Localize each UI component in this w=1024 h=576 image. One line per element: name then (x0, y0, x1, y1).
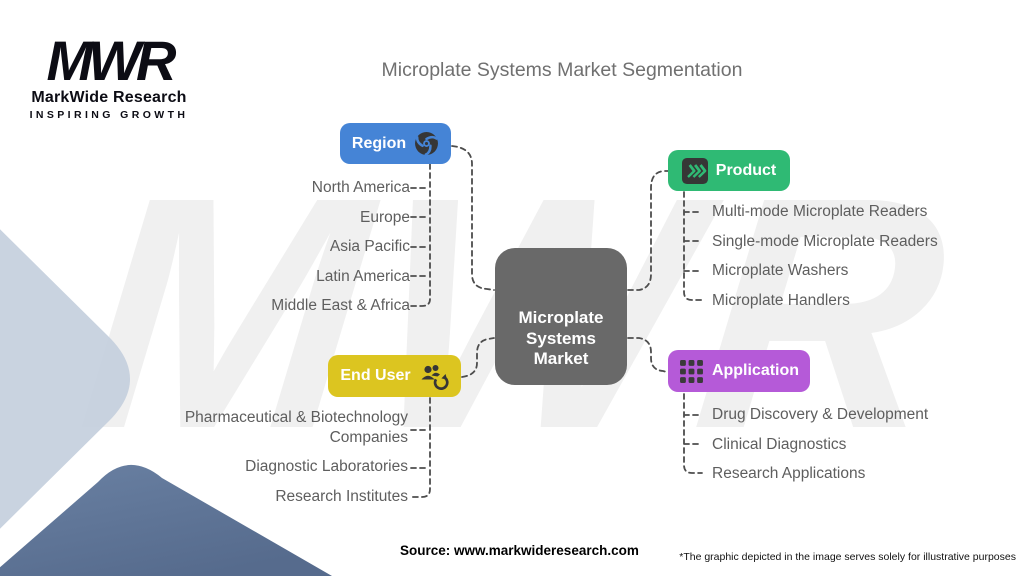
list-item: Microplate Handlers (712, 291, 850, 309)
list-item: North America (311, 179, 410, 196)
brand-tagline: INSPIRING GROWTH (29, 109, 189, 122)
brand-logo: MWR MarkWide Research INSPIRING GROWTH (28, 29, 190, 122)
connector-product-center (627, 170, 669, 291)
connector-product-items (683, 191, 703, 301)
brand-logo-mark: MWR (46, 29, 177, 92)
list-item: Research Applications (712, 465, 866, 482)
connector-enduser-items (410, 397, 431, 498)
center-node-line: Systems (526, 328, 596, 348)
branch-node-product: Product (668, 150, 790, 191)
list-item: Diagnostic Laboratories (245, 458, 408, 475)
globe-icon (414, 131, 439, 156)
light-diamond-shape (0, 229, 130, 529)
list-item: Middle East & Africa (271, 297, 410, 314)
product-items-list: Multi-mode Microplate Readers Single-mod… (712, 197, 938, 315)
branch-node-region: Region (340, 123, 451, 164)
list-item: Latin America (316, 267, 410, 285)
branch-node-product-label: Product (715, 161, 777, 179)
source-text: Source: www.markwideresearch.com (400, 543, 639, 558)
branch-node-region-label: Region (351, 134, 407, 152)
branch-node-application: Application (668, 350, 810, 392)
end-user-items-list: Pharmaceutical & Biotechnology Companies… (127, 408, 408, 516)
application-items-list: Drug Discovery & Development Clinical Di… (712, 400, 928, 489)
users-refresh-icon (419, 363, 449, 390)
connector-region-items (410, 163, 431, 307)
list-item: Single-mode Microplate Readers (712, 232, 938, 250)
connector-application-items (683, 393, 703, 474)
chevrons-icon (681, 157, 708, 184)
list-item: Drug Discovery & Development (712, 406, 929, 423)
list-item: Pharmaceutical & Biotechnology Companies (184, 409, 408, 446)
center-node-microplate-systems-market: Microplate Systems Market (495, 248, 627, 385)
connector-region-center (451, 145, 495, 291)
center-node-line: Microplate (518, 308, 604, 327)
list-item: Asia Pacific (329, 238, 410, 255)
region-items-list: North America Europe Asia Pacific Latin … (100, 173, 410, 321)
list-item: Clinical Diagnostics (712, 435, 847, 453)
list-item: Research Institutes (275, 487, 408, 505)
dark-diamond-shape (0, 464, 332, 576)
branch-node-end-user-label: End User (340, 367, 411, 384)
branch-node-end-user: End User (328, 355, 461, 397)
disclaimer-text: *The graphic depicted in the image serve… (679, 551, 1016, 563)
grid-icon (679, 359, 704, 384)
connector-enduser-center (461, 337, 495, 378)
list-item: Multi-mode Microplate Readers (712, 203, 928, 220)
center-node-line: Market (533, 349, 589, 368)
list-item: Europe (360, 208, 410, 226)
brand-name: MarkWide Research (31, 89, 187, 107)
connector-application-center (627, 337, 668, 373)
branch-node-application-label: Application (711, 362, 800, 379)
page-title: Microplate Systems Market Segmentation (381, 59, 743, 81)
list-item: Microplate Washers (712, 262, 849, 279)
